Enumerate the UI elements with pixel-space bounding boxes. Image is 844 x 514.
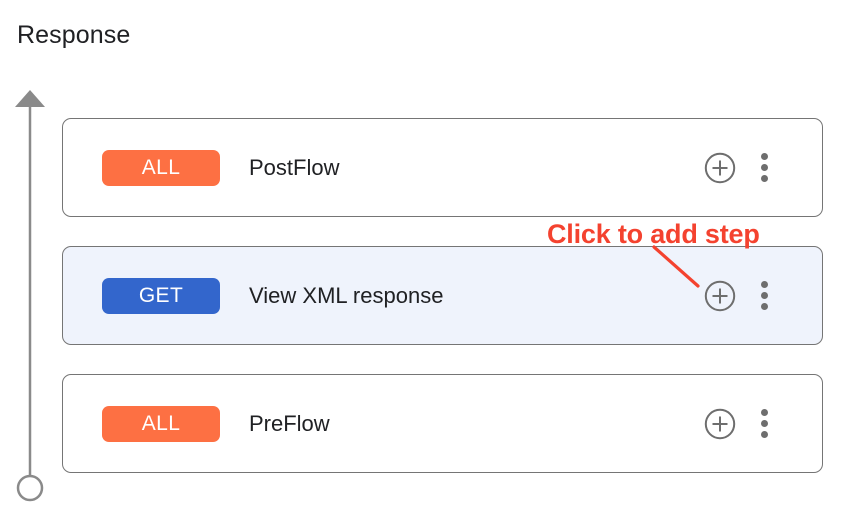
add-step-button[interactable]: [704, 280, 736, 312]
arrow-up-icon: [15, 90, 45, 107]
kebab-dot: [760, 175, 768, 182]
circle-outline-icon: [16, 474, 44, 502]
kebab-dot: [760, 153, 768, 160]
kebab-dot: [760, 431, 768, 438]
add-step-button[interactable]: [704, 408, 736, 440]
flow-row-postflow[interactable]: ALL PostFlow: [62, 118, 823, 217]
more-options-button[interactable]: [752, 280, 776, 312]
method-badge-all: ALL: [102, 149, 220, 186]
more-options-button[interactable]: [752, 408, 776, 440]
flow-row-view-xml-response[interactable]: GET View XML response: [62, 246, 823, 345]
kebab-dot: [760, 409, 768, 416]
flow-direction-axis: [15, 90, 45, 502]
flow-step-list: ALL PostFlow GET View XML response: [62, 118, 823, 473]
kebab-dot: [760, 303, 768, 310]
kebab-dot: [760, 420, 768, 427]
page-title: Response: [17, 21, 131, 49]
method-badge-all: ALL: [102, 405, 220, 442]
flow-row-label: View XML response: [249, 282, 444, 308]
kebab-dot: [760, 281, 768, 288]
flow-row-label: PostFlow: [249, 154, 340, 180]
flow-row-preflow[interactable]: ALL PreFlow: [62, 374, 823, 473]
method-badge-get: GET: [102, 277, 220, 314]
kebab-dot: [760, 292, 768, 299]
kebab-dot: [760, 164, 768, 171]
add-step-button[interactable]: [704, 152, 736, 184]
callout-label: Click to add step: [547, 219, 760, 249]
more-options-button[interactable]: [752, 152, 776, 184]
flow-row-label: PreFlow: [249, 410, 330, 436]
